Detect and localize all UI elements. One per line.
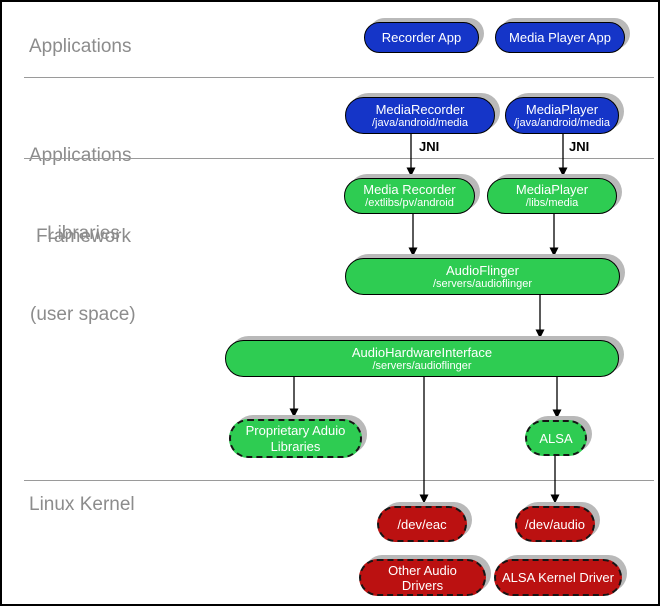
node-title: Media Recorder (363, 182, 456, 197)
section-label-line: Applications (29, 145, 132, 166)
node-recorder-app: Recorder App (364, 22, 479, 53)
node-dev-eac: /dev/eac (377, 506, 467, 542)
node-title: Other Audio Drivers (388, 562, 457, 593)
node-title: /dev/eac (397, 516, 447, 532)
divider-applications-framework (24, 77, 654, 78)
node-other-audio-drivers: Other Audio Drivers (359, 559, 486, 596)
node-audioflinger: AudioFlinger /servers/audioflinger (345, 258, 620, 295)
node-media-player-app: Media Player App (495, 22, 625, 53)
node-proprietary-audio-libraries: Proprietary Aduio Libraries (229, 419, 362, 458)
node-title: Media Player App (509, 30, 611, 45)
divider-libraries-kernel (24, 480, 654, 481)
section-label-line: Libraries (47, 223, 120, 244)
node-mediaplayer-framework: MediaPlayer /java/android/media (505, 97, 619, 134)
section-label-line: Framework (36, 226, 132, 247)
node-dev-audio: /dev/audio (515, 506, 595, 542)
node-alsa: ALSA (525, 420, 587, 456)
section-label-applications-framework: Applications Framework (29, 88, 131, 304)
section-label-applications: Applications (29, 36, 132, 57)
node-subtitle: /servers/audioflinger (372, 359, 472, 372)
node-subtitle: /java/android/media (513, 116, 610, 129)
node-media-recorder-lib: Media Recorder /extlibs/pv/android (344, 178, 475, 214)
node-title: ALSA (539, 430, 573, 446)
node-title: Proprietary Aduio Libraries (245, 422, 346, 454)
node-title: MediaPlayer (525, 101, 599, 117)
section-label-line: (user space) (30, 304, 136, 325)
node-title: MediaRecorder (375, 101, 465, 117)
node-title: AudioFlinger (446, 262, 519, 278)
section-label-linux-kernel: Linux Kernel (29, 494, 135, 515)
node-subtitle: /libs/media (525, 197, 579, 209)
node-audio-hardware-interface: AudioHardwareInterface /servers/audiofli… (225, 340, 619, 377)
divider-framework-libraries (24, 158, 654, 159)
node-subtitle: /extlibs/pv/android (365, 197, 454, 209)
node-mediaplayer-lib: MediaPlayer /libs/media (487, 178, 617, 214)
node-title: Recorder App (381, 30, 462, 45)
node-title: AudioHardwareInterface (351, 344, 493, 360)
jni-label-left: JNI (419, 139, 440, 154)
node-title: MediaPlayer (515, 182, 589, 197)
node-alsa-kernel-driver: ALSA Kernel Driver (494, 559, 622, 596)
node-mediarecorder-framework: MediaRecorder /java/android/media (345, 97, 495, 134)
jni-label-right: JNI (569, 139, 590, 154)
node-subtitle: /servers/audioflinger (432, 277, 533, 290)
node-title: ALSA Kernel Driver (502, 570, 614, 585)
node-subtitle: /java/android/media (371, 116, 468, 129)
node-title: /dev/audio (525, 516, 585, 532)
section-label-libraries: Libraries (user space) (30, 166, 136, 382)
